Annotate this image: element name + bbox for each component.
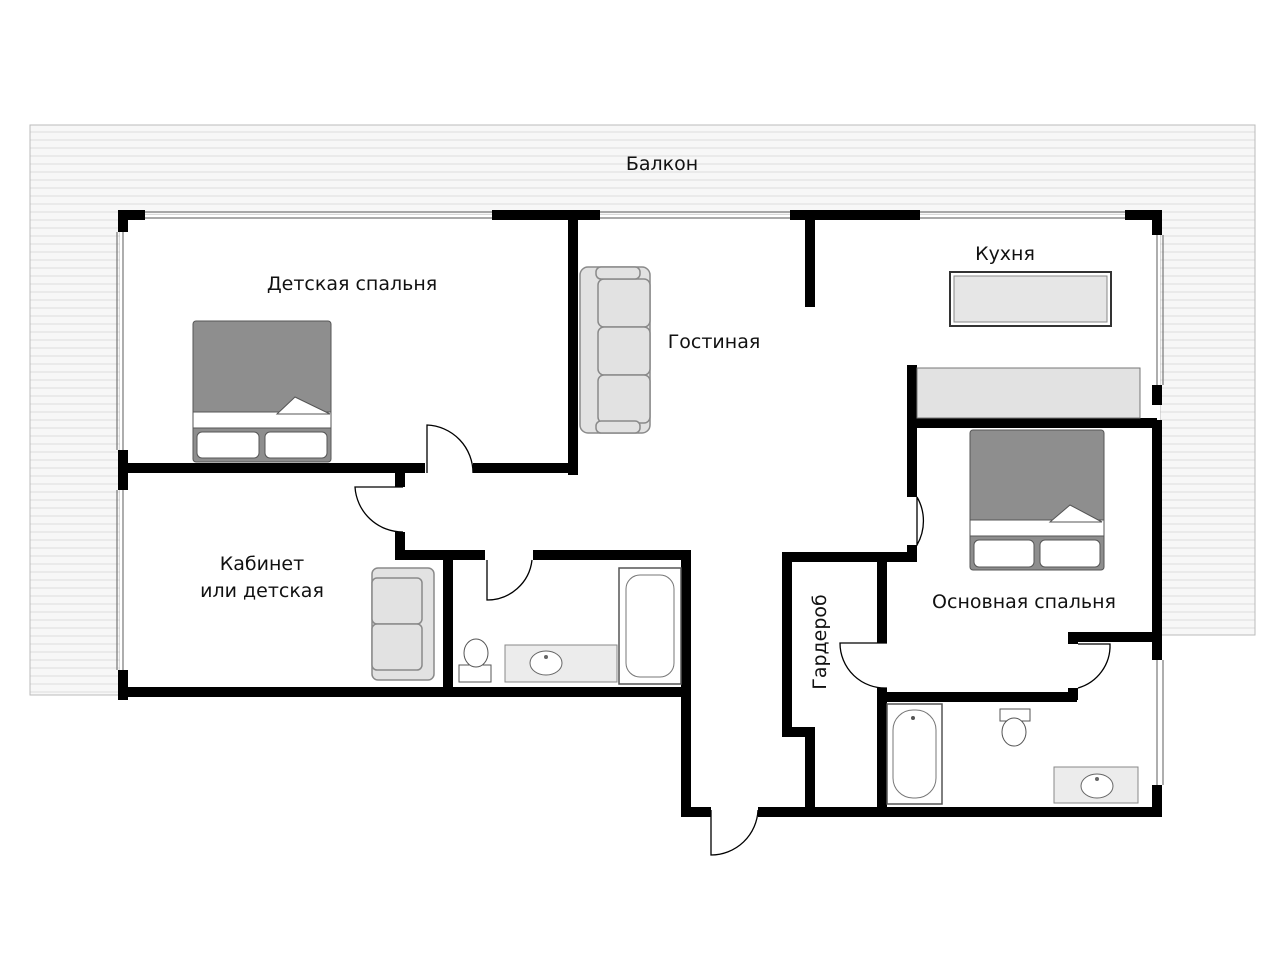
label-kitchen: Кухня bbox=[975, 243, 1035, 265]
kitchen-counter-icon bbox=[916, 271, 1141, 419]
bathroom-1 bbox=[458, 567, 682, 685]
windows bbox=[116, 211, 1164, 785]
label-master-bedroom: Основная спальня bbox=[932, 591, 1116, 613]
bathroom-2 bbox=[886, 703, 1139, 805]
doors bbox=[354, 424, 1111, 856]
bed-master-icon bbox=[969, 429, 1105, 571]
sofa-icon bbox=[579, 266, 651, 434]
label-wardrobe: Гардероб bbox=[809, 594, 831, 690]
study-sofa-icon bbox=[371, 567, 435, 681]
walls bbox=[118, 210, 1162, 817]
label-study-line1: Кабинет bbox=[220, 553, 304, 575]
label-living-room: Гостиная bbox=[668, 331, 761, 353]
bed-kids-icon bbox=[192, 320, 332, 463]
label-kids-bedroom: Детская спальня bbox=[267, 273, 437, 295]
label-balcony: Балкон bbox=[626, 153, 698, 175]
label-study-line2: или детская bbox=[200, 580, 324, 602]
